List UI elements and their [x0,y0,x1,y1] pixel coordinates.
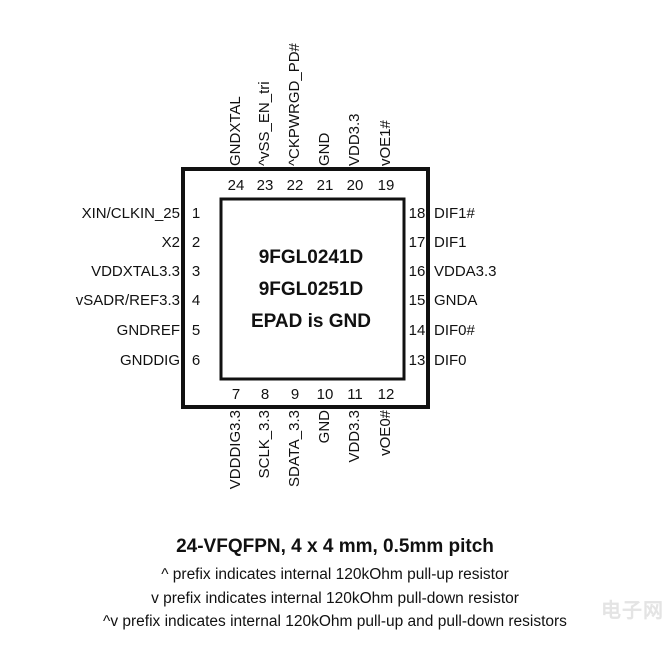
pin-name-23: ^vSS_EN_tri [256,81,273,166]
pin-number-8: 8 [261,386,269,403]
pin-number-19: 19 [378,177,395,194]
pin-number-13: 13 [409,352,426,369]
pin-number-6: 6 [192,352,200,369]
pin-name-5: GNDREF [117,322,180,339]
pin-number-11: 11 [347,386,363,403]
pin-name-2: X2 [162,234,180,251]
pin-name-19: vOE1# [377,119,394,166]
pin-number-14: 14 [409,322,426,339]
pin-name-12: vOE0# [377,409,394,456]
pin-name-1: XIN/CLKIN_25 [82,205,180,222]
pin-number-20: 20 [347,177,364,194]
pinout-diagram: 9FGL0241D 9FGL0251D EPAD is GND 1 XIN/CLK… [76,42,497,489]
pin-number-5: 5 [192,322,200,339]
pin-name-4: vSADR/REF3.3 [76,292,180,309]
pin-number-23: 23 [257,177,274,194]
epad-note: EPAD is GND [251,311,371,332]
pin-name-7: VDDDIG3.3 [227,410,244,489]
pin-name-18: DIF1# [434,205,476,222]
part-number-1: 9FGL0241D [259,247,364,268]
pin-labels: 1 XIN/CLKIN_25 2 X2 3 VDDXTAL3.3 4 vSADR/REF3.3… [76,42,497,489]
pin-name-11: VDD3.3 [346,410,363,463]
pin-name-15: GNDA [434,292,477,309]
pull-up-down-note: ^v prefix indicates internal 120kOhm pul… [103,613,567,630]
pin-number-18: 18 [409,205,426,222]
pin-number-9: 9 [291,386,299,403]
exposed-pad [219,197,406,381]
pin-name-13: DIF0 [434,352,467,369]
pin-name-14: DIF0# [434,322,476,339]
watermark-logo: 电子网 [601,600,664,622]
pin-name-20: VDD3.3 [346,113,363,166]
package-description: 24-VFQFPN, 4 x 4 mm, 0.5mm pitch [176,536,494,557]
pin-name-21: GND [316,133,333,167]
pin-number-2: 2 [192,234,200,251]
pin-number-1: 1 [192,205,200,222]
pin-number-12: 12 [378,386,395,403]
pin-number-10: 10 [317,386,334,403]
part-number-2: 9FGL0251D [259,279,364,300]
pin-name-3: VDDXTAL3.3 [91,263,180,280]
pin-number-3: 3 [192,263,200,280]
pin-number-17: 17 [409,234,426,251]
pin-number-15: 15 [409,292,426,309]
pin-number-22: 22 [287,177,304,194]
pin-name-10: GND [316,410,333,444]
pin-name-16: VDDA3.3 [434,263,497,280]
pin-number-21: 21 [317,177,334,194]
pin-name-17: DIF1 [434,234,467,251]
pin-name-6: GNDDIG [120,352,180,369]
pin-number-7: 7 [232,386,240,403]
pull-up-note: ^ prefix indicates internal 120kOhm pull… [161,566,509,583]
pin-number-4: 4 [192,292,200,309]
pull-down-note: v prefix indicates internal 120kOhm pull… [151,590,519,607]
pin-name-24: GNDXTAL [227,96,244,166]
pin-number-24: 24 [228,177,245,194]
pin-name-22: ^CKPWRGD_PD# [286,42,303,166]
pin-name-9: SDATA_3.3 [286,410,303,487]
pin-name-8: SCLK_3.3 [256,410,273,478]
package-outline [181,167,430,409]
pin-number-16: 16 [409,263,426,280]
